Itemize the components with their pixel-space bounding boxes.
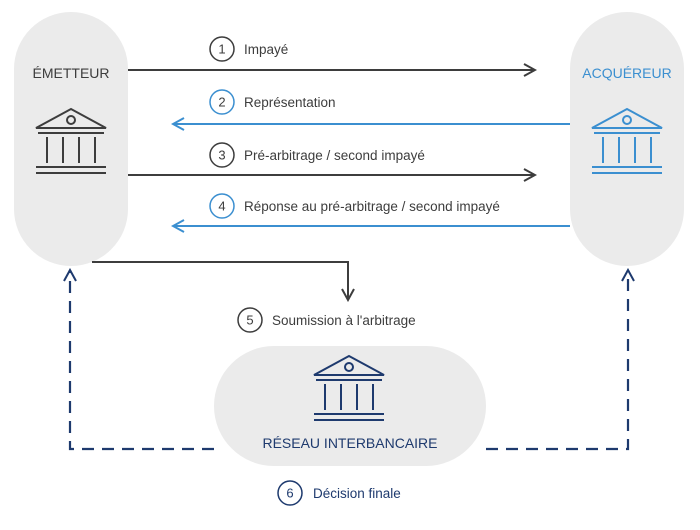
step-6-arrow-to-issuer [70, 270, 214, 451]
step-6-arrow-to-acquirer [486, 270, 628, 451]
network-label: RÉSEAU INTERBANCAIRE [262, 435, 437, 451]
step-2-label: Représentation [244, 95, 336, 110]
step-5-number: 5 [246, 313, 253, 328]
step-3-number: 3 [218, 148, 225, 163]
step-6-badge [277, 480, 303, 506]
issuer-node [14, 12, 128, 266]
step-2-number: 2 [218, 95, 225, 110]
step-1-number: 1 [218, 42, 225, 57]
step-4-badge [209, 193, 235, 219]
step-4-number: 4 [218, 199, 225, 214]
issuer-label: ÉMETTEUR [33, 65, 110, 81]
step-3-badge [209, 142, 235, 168]
network-node [214, 346, 486, 466]
step-5-arrow [92, 261, 348, 300]
step-5-label: Soumission à l'arbitrage [272, 313, 416, 328]
step-1-label: Impayé [244, 42, 288, 57]
step-5-badge [237, 307, 263, 333]
issuer-bank-icon [35, 107, 107, 174]
step-3-label: Pré-arbitrage / second impayé [244, 148, 425, 163]
acquirer-bank-icon [591, 107, 663, 174]
step-4-label: Réponse au pré-arbitrage / second impayé [244, 199, 500, 214]
step-6-label: Décision finale [313, 486, 401, 501]
step-6-number: 6 [286, 486, 293, 501]
step-1-badge [209, 36, 235, 62]
acquirer-node [570, 12, 684, 266]
step-2-badge [209, 89, 235, 115]
acquirer-label: ACQUÉREUR [582, 65, 671, 81]
network-bank-icon [313, 354, 385, 421]
